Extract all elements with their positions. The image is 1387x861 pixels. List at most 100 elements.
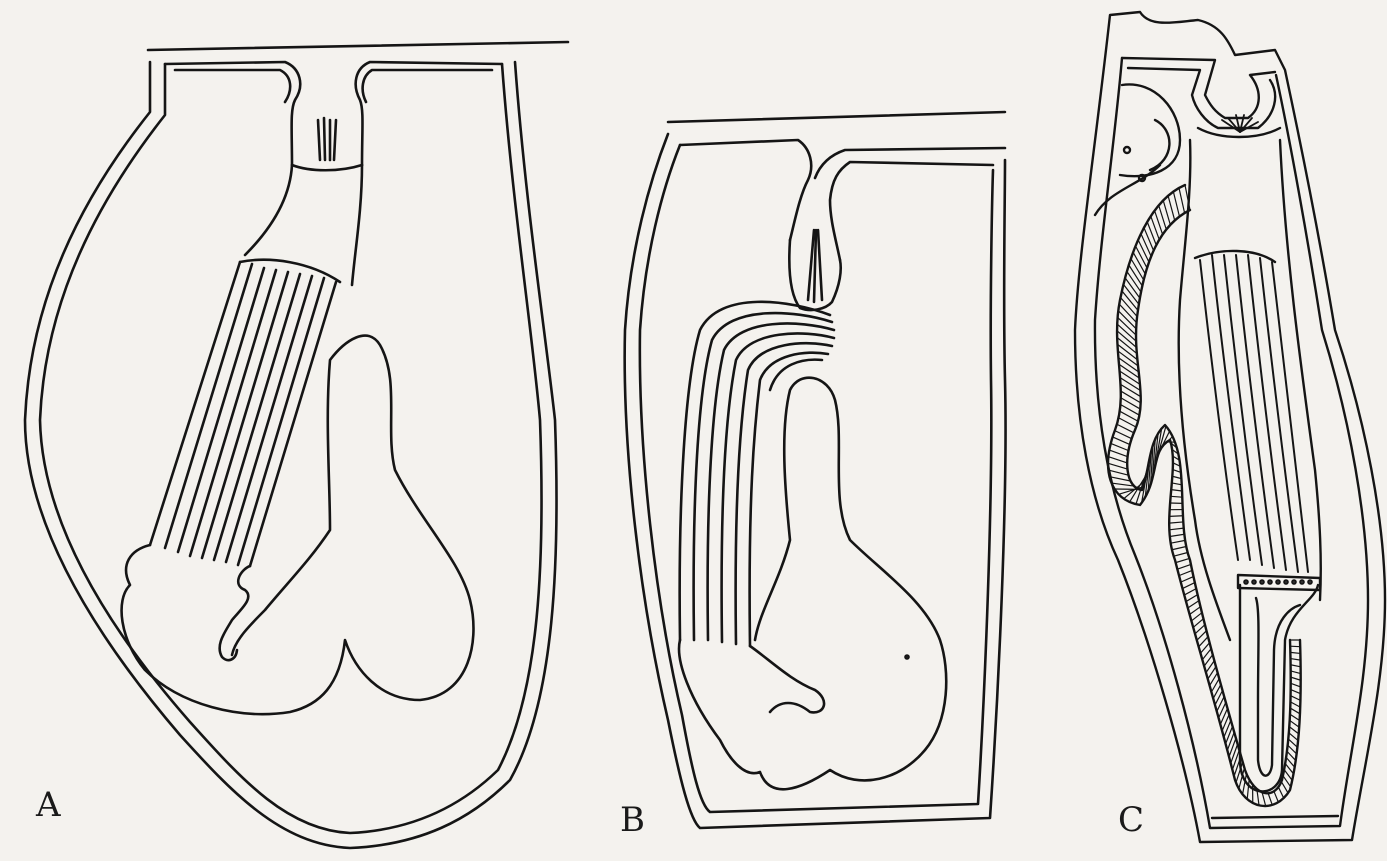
panel-a-cap-inner-right (363, 70, 492, 102)
gut-hatch-line (1172, 483, 1182, 485)
panel-c-tentacle-bundle (1200, 255, 1308, 572)
panel-a-body-left (245, 165, 292, 255)
gut-hatch-line (1290, 659, 1300, 661)
gut-hatch-line (1138, 240, 1149, 262)
panel-b-cap-right (830, 162, 993, 260)
gut-hatch-line (1290, 646, 1300, 647)
septum-dot (1292, 580, 1295, 583)
gut-hatch-line (1291, 677, 1301, 680)
septum-dot (1308, 580, 1311, 583)
gut-hatch-line (1119, 364, 1139, 378)
gut-hatch-line (1131, 259, 1144, 280)
gut-hatch-line (1191, 613, 1202, 621)
panel-b-stomach-inner (750, 646, 824, 712)
panel-c-loop (1240, 585, 1318, 791)
panel-a-cap-left (165, 62, 300, 165)
gut-hatch-line (1290, 708, 1300, 714)
panel-b-stomach (679, 378, 946, 790)
gut-hatch-line (1291, 696, 1301, 701)
gut-hatch-line (1291, 665, 1301, 667)
gut-hatch-line (1179, 188, 1185, 213)
septum-dot (1276, 580, 1279, 583)
gut-hatch-line (1147, 222, 1156, 245)
gut-hatch-line (1129, 265, 1142, 286)
panel-c-inner-wall (1095, 58, 1368, 828)
gut-hatch-line (1120, 371, 1140, 384)
gut-hatch-line (1174, 553, 1188, 557)
panel-b-tentacle-tip (818, 230, 822, 300)
gut-hatch-line (1121, 391, 1141, 403)
gut-hatch-line (1171, 496, 1183, 497)
panel-b-cap-left (680, 140, 811, 240)
gut-hatch-line (1290, 652, 1300, 653)
gut-hatch-line (1169, 528, 1183, 530)
gut-hatch-line (1291, 683, 1301, 687)
gut-hatch-line (1188, 601, 1199, 608)
gut-hatch-line (1274, 791, 1278, 802)
gut-hatch-line (1171, 540, 1185, 543)
panel-a-tentacle-bundle (150, 262, 336, 566)
septum-dot (1300, 580, 1303, 583)
panel-c-bud-circle (1120, 84, 1180, 176)
gut-hatch-line (1121, 384, 1141, 396)
septum-dot (1252, 580, 1255, 583)
gut-hatch-line (1193, 619, 1203, 628)
gut-hatch-line (1173, 192, 1179, 217)
panel-c-bud-dot (1124, 147, 1130, 153)
gut-hatch-line (1133, 252, 1145, 274)
gut-hatch-line (1136, 246, 1147, 268)
gut-hatch-line (1291, 690, 1301, 694)
gut-hatch-line (1195, 625, 1205, 634)
septum-dot (1284, 580, 1287, 583)
gut-hatch-line (1181, 577, 1194, 583)
panel-c-body-right (1280, 140, 1321, 600)
panel-a-tentacle-tip (334, 120, 336, 160)
gut-hatch-line (1179, 570, 1192, 575)
panel-a-cap-inner-left (175, 70, 290, 102)
gut-hatch-line (1290, 720, 1300, 727)
gut-hatch-line (1168, 196, 1175, 221)
gut-hatch-line (1172, 546, 1186, 549)
panel-b-drawing (625, 112, 1006, 828)
gut-hatch-line (1113, 437, 1130, 445)
septum-dot (1244, 580, 1247, 583)
panel-a-collar (292, 165, 362, 170)
gut-hatch-line (1120, 378, 1140, 391)
gut-hatch-line (1144, 228, 1154, 251)
panel-c-loop-inner (1256, 598, 1300, 776)
gut-hatch-line (1184, 589, 1196, 595)
panel-a-tentacle-tip (324, 118, 325, 160)
septum-dot (1268, 580, 1271, 583)
gut-hatch-line (1182, 583, 1194, 589)
septum-dot (1260, 580, 1263, 583)
panel-b-tentacle-bundle (680, 302, 834, 646)
panel-c-bud-inner (1150, 120, 1169, 170)
panel-a-surface-line (148, 42, 568, 50)
gut-hatch-line (1186, 595, 1198, 602)
gut-hatch-line (1190, 607, 1201, 615)
panel-label-a: A (36, 785, 61, 825)
gut-hatch-line (1290, 714, 1300, 720)
panel-a-tentacle-tip (318, 120, 320, 160)
panel-label-b: B (620, 800, 645, 840)
gut-hatch-line (1288, 739, 1297, 747)
gut-hatch-line (1115, 431, 1132, 439)
gut-hatch-line (1163, 200, 1170, 224)
gut-hatch-line (1247, 779, 1249, 799)
panel-c-septum-dots (1244, 580, 1311, 583)
gut-hatch-line (1169, 516, 1183, 517)
panel-c-bundle-top (1195, 251, 1275, 262)
panel-b-surface-line (668, 112, 1005, 122)
panel-a-cap-right (356, 62, 502, 165)
panel-label-c: C (1118, 800, 1144, 840)
gut-hatch-line (1176, 558, 1190, 562)
gut-hatch-line (1108, 463, 1127, 469)
gut-hatch-line (1268, 793, 1272, 805)
gut-hatch-line (1281, 782, 1288, 793)
gut-hatch-line (1197, 631, 1207, 641)
panel-c-body-left (1179, 140, 1230, 640)
panel-a-body-right (352, 165, 362, 285)
gut-hatch-line (1291, 671, 1301, 674)
gut-hatch-line (1109, 450, 1127, 457)
